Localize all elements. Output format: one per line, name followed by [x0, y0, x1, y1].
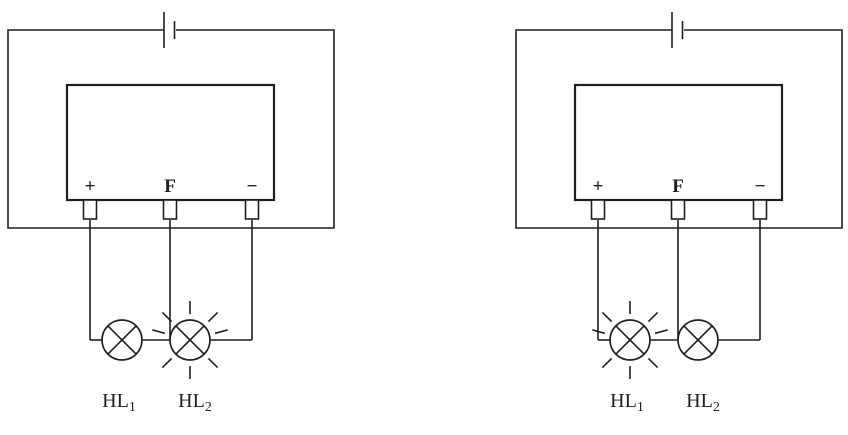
circuit-diagram-right: + F − HL1 HL2	[516, 12, 842, 415]
lamp-label-subscript: 1	[129, 400, 136, 415]
terminal-label-f: F	[164, 176, 176, 197]
lamp-label-text: HL	[610, 390, 637, 412]
lamp-label-hl1: HL1	[102, 390, 136, 415]
terminal-label-minus: −	[247, 176, 258, 197]
lamp-label-text: HL	[686, 390, 713, 412]
circuit-diagram-left: + F − HL1 HL2	[8, 12, 334, 415]
terminal-label-plus: +	[593, 176, 604, 197]
lamp-label-hl2: HL2	[178, 390, 212, 415]
lamp-label-text: HL	[102, 390, 129, 412]
lamp-label-subscript: 2	[205, 400, 212, 415]
lamp-label-text: HL	[178, 390, 205, 412]
lamp-label-subscript: 1	[637, 400, 644, 415]
lamp-label-hl1: HL1	[610, 390, 644, 415]
terminal-label-minus: −	[755, 176, 766, 197]
lamp-label-subscript: 2	[713, 400, 720, 415]
terminal-label-f: F	[672, 176, 684, 197]
lamp-label-hl2: HL2	[686, 390, 720, 415]
terminal-label-plus: +	[85, 176, 96, 197]
